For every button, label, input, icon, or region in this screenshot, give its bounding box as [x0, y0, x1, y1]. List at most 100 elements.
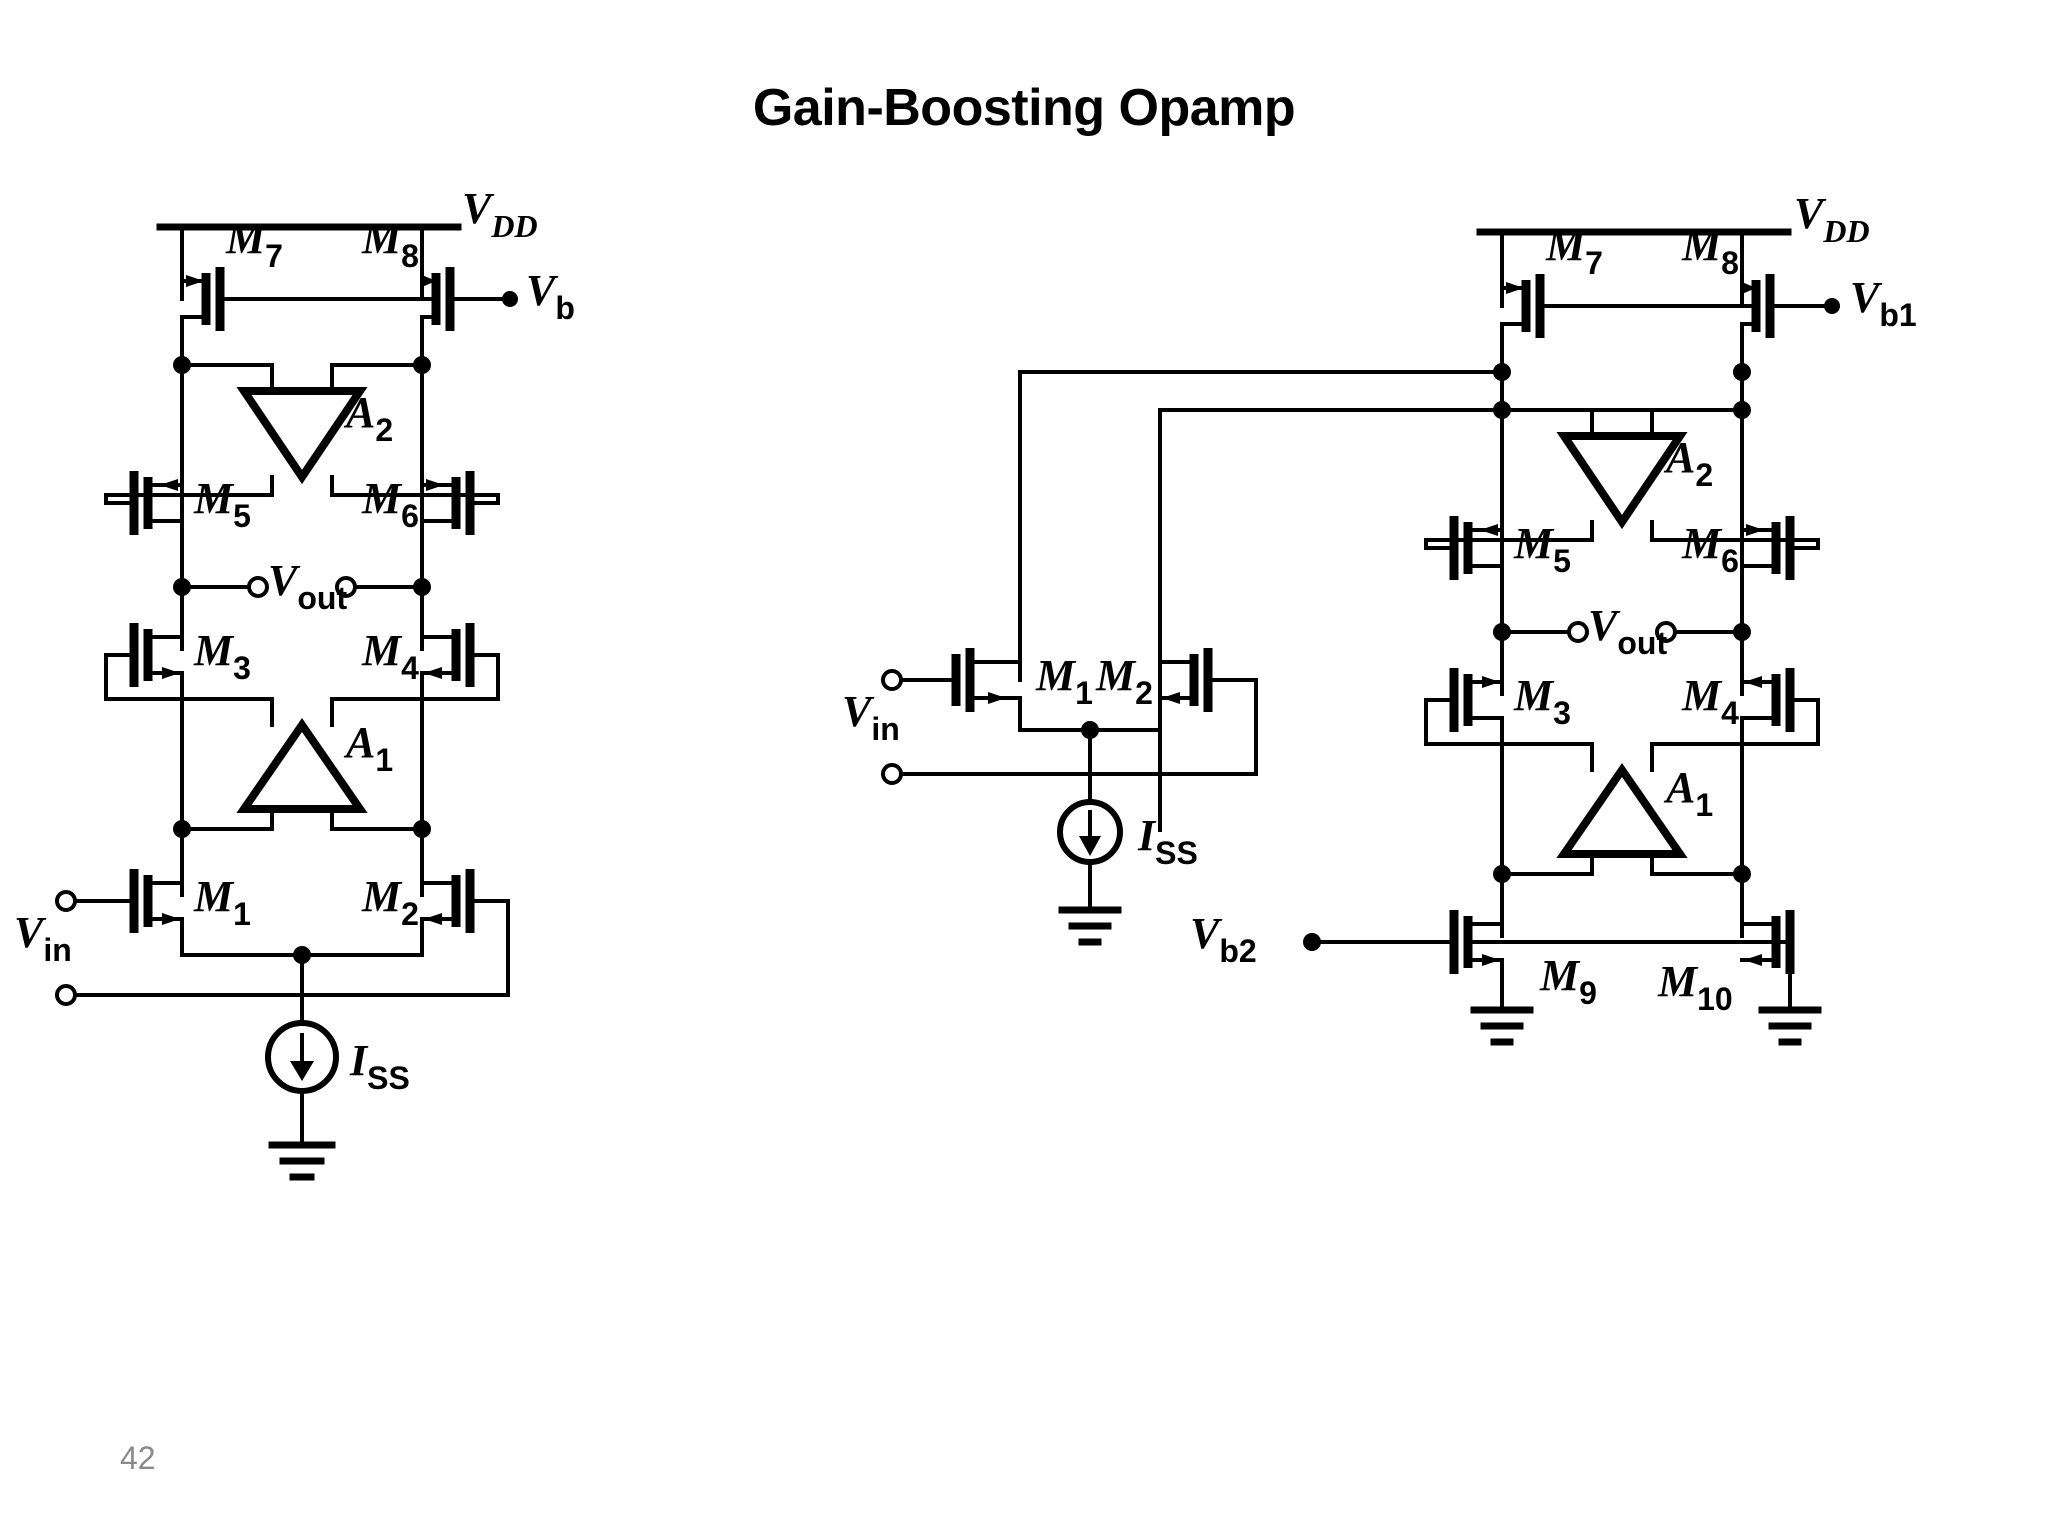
m6r-source-arrow: [1746, 524, 1764, 536]
m4-gate-wire: [420, 653, 500, 701]
a1r-out-wire: [1650, 742, 1744, 772]
page-title: Gain-Boosting Opamp: [752, 79, 1296, 137]
m5r-gate-wire: [1424, 538, 1504, 550]
m9-source-arrow: [1482, 954, 1500, 966]
m5-gate-wire: [104, 493, 184, 505]
m3-source-arrow: [162, 667, 180, 679]
vout-left-terminal-right[interactable]: [1567, 621, 1589, 643]
iss-label-right: ISS: [1137, 811, 1198, 871]
m9-label: M9: [1539, 951, 1597, 1011]
vin-label-left: Vin: [14, 908, 72, 968]
a1-label-left: A1: [343, 718, 393, 778]
page-number: 42: [120, 1440, 156, 1476]
iss-arrow-head-left: [290, 1061, 314, 1081]
a2r-triangle: [1556, 432, 1688, 530]
m6-source-arrow: [426, 479, 444, 491]
m3-label-right: M3: [1513, 671, 1571, 731]
a1r-bottom-right-wire: [1650, 852, 1744, 876]
vb1-label: Vb1: [1850, 273, 1917, 333]
m10-label: M10: [1657, 957, 1733, 1017]
m8-label-left: M8: [361, 214, 419, 274]
m2-label-right: M2: [1095, 651, 1153, 711]
a2-label-right: A2: [1663, 433, 1713, 493]
vb2-node-dot: [1303, 933, 1321, 951]
m4-source-arrow: [424, 667, 442, 679]
a1-out-wire: [330, 697, 424, 727]
a2-bottom-left-wire: [180, 475, 274, 497]
m4-label-right: M4: [1681, 671, 1739, 731]
a2r-in-wire: [1500, 408, 1594, 438]
m7-label-right: M7: [1545, 221, 1603, 281]
vin-plus-terminal[interactable]: [55, 890, 77, 912]
a2-bottom-right-wire: [330, 475, 424, 497]
vout-label-left: Vout: [268, 556, 347, 616]
vout-right-terminal[interactable]: [335, 576, 357, 598]
m4-label-left: M4: [361, 626, 419, 686]
vb1-node-dot: [1824, 298, 1840, 314]
vout-right-terminal-right[interactable]: [1655, 621, 1677, 643]
m3-label-left: M3: [193, 626, 251, 686]
m6-label-right: M6: [1681, 519, 1739, 579]
a2-label-left: A2: [343, 388, 393, 448]
vb-label: Vb: [526, 266, 575, 326]
m1-label-left: M1: [193, 872, 251, 932]
vin-label-right: Vin: [842, 687, 900, 747]
m2r-gate-wire: [900, 678, 1258, 776]
m4r-drain-arrow: [1744, 676, 1762, 688]
vin-minus-terminal-right[interactable]: [881, 763, 903, 785]
a2r-bottom-left-wire: [1500, 520, 1594, 542]
m5-label-right: M5: [1513, 519, 1571, 579]
m8r-source-arrow: [1742, 282, 1756, 294]
m5-source-arrow: [160, 479, 178, 491]
m4r-gate-wire: [1740, 698, 1820, 746]
m5-label-left: M5: [193, 474, 251, 534]
m10-source-arrow: [1744, 954, 1762, 966]
a1-triangle: [236, 717, 368, 813]
a1-bottom-left-wire: [180, 807, 274, 831]
vin-plus-terminal-right[interactable]: [881, 669, 903, 691]
a2r-out-wire: [1650, 408, 1744, 438]
right-circuit-figure: VDD M7 Vb1: [842, 189, 2040, 1390]
vout-label-right: Vout: [1588, 601, 1667, 661]
m6-label-left: M6: [361, 474, 419, 534]
vb-node-dot: [502, 291, 518, 307]
m1r-source-arrow: [988, 692, 1006, 704]
m7-label-left: M7: [225, 214, 283, 274]
iss-label-left: ISS: [349, 1036, 410, 1096]
m3-gate-wire: [104, 653, 184, 701]
m7-source-arrow: [186, 275, 204, 287]
m6-gate-wire: [420, 493, 500, 505]
a1r-triangle: [1556, 762, 1688, 858]
a1r-bottom-left-wire: [1500, 852, 1594, 876]
m3r-gate-wire: [1424, 698, 1504, 746]
a1-bottom-right-wire: [330, 807, 424, 831]
m2r-source-arrow: [1162, 692, 1180, 704]
iss-arrow-head-right: [1079, 836, 1101, 856]
m2-label-left: M2: [361, 872, 419, 932]
a1-label-right: A1: [1663, 763, 1713, 823]
vout-left-terminal[interactable]: [247, 576, 269, 598]
m1-label-right: M1: [1035, 651, 1093, 711]
m3r-drain-arrow: [1482, 676, 1500, 688]
a2-triangle: [236, 387, 368, 485]
m8-source-arrow: [422, 275, 436, 287]
vb2-label: Vb2: [1190, 909, 1257, 969]
m2-source-tail: [300, 917, 424, 957]
a1r-in-wire: [1500, 742, 1594, 772]
vin-minus-terminal[interactable]: [55, 984, 77, 1006]
a1-in-wire: [180, 697, 274, 727]
m7r-source-arrow: [1506, 282, 1524, 294]
right-cross-node-b: [1733, 363, 1751, 381]
a2r-bottom-right-wire: [1650, 520, 1744, 542]
a2-in-wire: [180, 363, 274, 393]
m1-source-arrow: [162, 913, 180, 925]
vdd-label-right: VDD: [1794, 189, 1870, 249]
m8-label-right: M8: [1681, 221, 1739, 281]
m1-source-tail: [180, 917, 304, 957]
vdd-label-left: VDD: [462, 184, 538, 244]
a2-out-wire: [330, 363, 424, 393]
m2-gate-wire: [74, 899, 510, 997]
m2-source-arrow: [424, 913, 442, 925]
m6r-gate-wire: [1740, 538, 1820, 550]
